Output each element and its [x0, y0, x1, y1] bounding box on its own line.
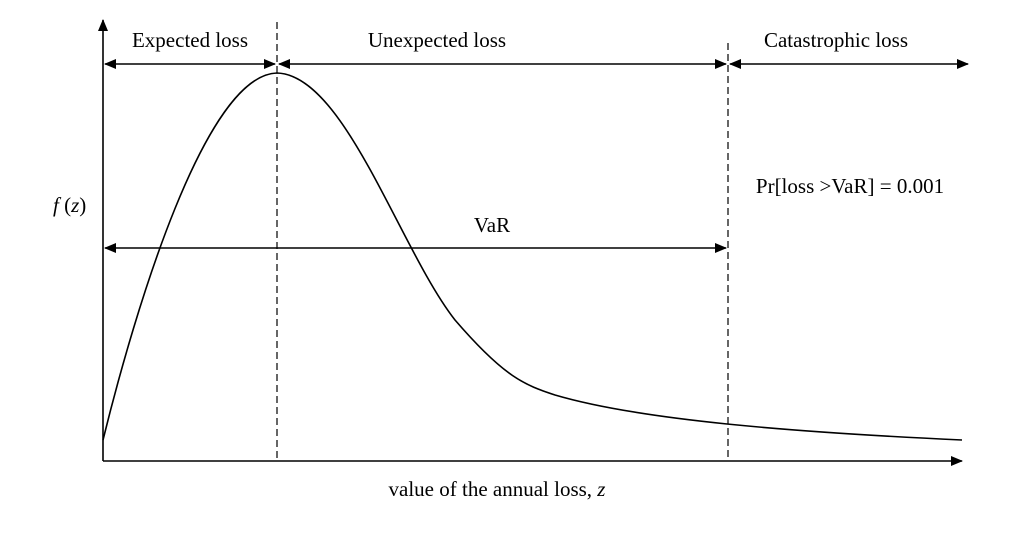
- x-axis-text: value of the annual loss,: [389, 477, 598, 501]
- loss-density-curve: [102, 72, 963, 441]
- y-axis-label: f (z): [53, 193, 86, 217]
- expected-loss-label: Expected loss: [132, 28, 248, 52]
- x-axis-label: value of the annual loss, z: [389, 477, 606, 501]
- unexpected-loss-label: Unexpected loss: [368, 28, 506, 52]
- y-axis-func: f: [53, 193, 62, 217]
- y-axis-close: ): [79, 193, 86, 217]
- y-axis-open: (: [59, 193, 71, 217]
- probability-note: Pr[loss >VaR] = 0.001: [756, 174, 944, 198]
- catastrophic-loss-label: Catastrophic loss: [764, 28, 908, 52]
- x-axis-var: z: [596, 477, 605, 501]
- var-label: VaR: [474, 213, 510, 237]
- y-axis-var: z: [70, 193, 79, 217]
